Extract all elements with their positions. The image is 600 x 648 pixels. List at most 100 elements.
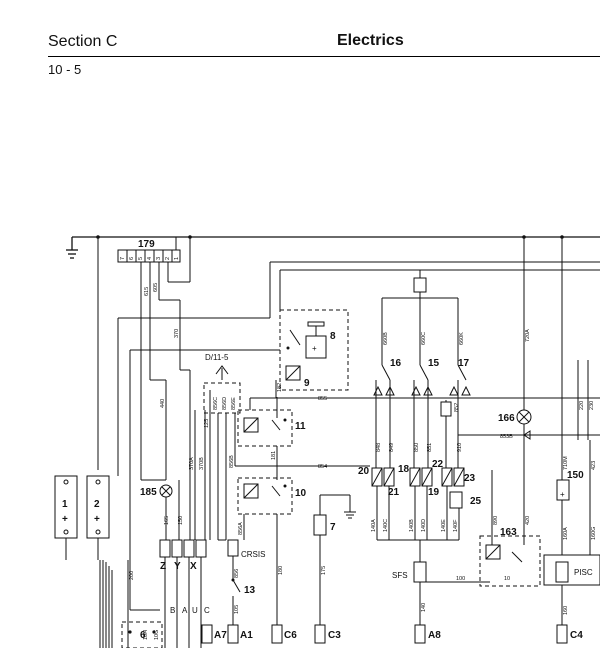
svg-text:5: 5 — [138, 257, 144, 260]
svg-text:C3: C3 — [328, 630, 341, 641]
svg-text:7: 7 — [120, 257, 126, 260]
relay-bank: 20 21 18 22 19 23 25 140A 140C 140B 140D… — [358, 459, 482, 562]
svg-text:21: 21 — [388, 487, 400, 498]
wire-200: 200 — [127, 560, 135, 648]
svg-text:10H: 10H — [143, 630, 149, 640]
svg-text:23: 23 — [464, 473, 476, 484]
svg-text:370: 370 — [174, 329, 180, 338]
svg-text:163: 163 — [500, 527, 517, 538]
svg-text:6: 6 — [129, 257, 135, 260]
svg-text:16: 16 — [390, 358, 402, 369]
svg-text:+: + — [62, 514, 68, 525]
svg-text:185: 185 — [140, 487, 157, 498]
svg-text:15: 15 — [428, 358, 440, 369]
lamp-185: 185 — [140, 484, 173, 540]
svg-text:125: 125 — [204, 419, 210, 428]
center-branch: 660B 660C 660K 16 15 17 852 848 849 850 … — [373, 270, 471, 468]
svg-text:A8: A8 — [428, 630, 441, 641]
svg-text:660B: 660B — [383, 332, 389, 345]
header-rule — [48, 56, 600, 57]
svg-text:848: 848 — [376, 443, 382, 452]
svg-text:C: C — [204, 606, 210, 615]
component-150: 710M 150 + 160A 423 160G PISC 160 — [543, 237, 600, 625]
svg-text:150: 150 — [178, 516, 184, 525]
svg-text:140D: 140D — [421, 519, 427, 532]
svg-text:855: 855 — [318, 396, 327, 402]
relay-10: 10 856A — [237, 477, 307, 540]
svg-text:854: 854 — [318, 464, 327, 470]
sfs-fuse: SFS 140 100 — [392, 561, 490, 625]
svg-text:6: 6 — [140, 630, 146, 641]
svg-text:+: + — [560, 490, 565, 499]
svg-text:140C: 140C — [383, 519, 389, 532]
svg-text:420: 420 — [525, 516, 531, 525]
svg-text:856A: 856A — [238, 522, 244, 535]
switch-2: 2 + — [65, 475, 113, 648]
svg-text:720A: 720A — [525, 329, 531, 342]
svg-text:105: 105 — [234, 605, 240, 614]
svg-text:140F: 140F — [453, 519, 459, 532]
connector-c3: C3 — [314, 624, 341, 644]
crsis-block: CRSIS 856 13 105 — [218, 539, 265, 625]
svg-text:CRSIS: CRSIS — [241, 550, 265, 559]
svg-text:850: 850 — [414, 443, 420, 452]
switch-1: 1 + — [54, 237, 99, 539]
lamp-166: 853B 720A 166 420 220 230 — [458, 237, 600, 545]
svg-text:220: 220 — [579, 401, 585, 410]
svg-text:D/11-5: D/11-5 — [205, 353, 229, 362]
relay-11: 11 181 — [237, 397, 306, 480]
svg-text:160A: 160A — [563, 527, 569, 540]
svg-text:166: 166 — [498, 413, 515, 424]
svg-text:22: 22 — [432, 459, 444, 470]
svg-text:4: 4 — [147, 257, 153, 260]
svg-text:370B: 370B — [199, 457, 205, 470]
svg-text:175: 175 — [321, 566, 327, 575]
svg-text:856B: 856B — [229, 455, 235, 468]
svg-text:150: 150 — [567, 470, 584, 481]
svg-text:11: 11 — [295, 421, 306, 432]
svg-text:140E: 140E — [441, 519, 447, 532]
connector-c4: C4 — [556, 624, 583, 644]
page-title: Electrics — [337, 32, 404, 49]
upper-left-wiring: 370 440 — [117, 299, 280, 610]
section-label: Section C — [48, 33, 118, 50]
svg-text:10: 10 — [295, 488, 307, 499]
svg-text:2: 2 — [94, 499, 100, 510]
svg-text:160G: 160G — [591, 527, 597, 540]
svg-text:710M: 710M — [563, 456, 569, 470]
svg-text:160: 160 — [563, 606, 569, 615]
svg-text:SFS: SFS — [392, 571, 408, 580]
svg-text:165: 165 — [164, 516, 170, 525]
svg-text:C6: C6 — [284, 630, 297, 641]
svg-text:423: 423 — [591, 461, 597, 470]
page-header: Section C Electrics 10 - 5 — [0, 0, 600, 80]
svg-text:19: 19 — [428, 487, 440, 498]
svg-text:+: + — [94, 514, 100, 525]
component-6: 6 — [121, 621, 163, 648]
svg-text:25: 25 — [470, 496, 482, 507]
svg-text:615: 615 — [144, 287, 150, 296]
frame-loops: 855 854 — [234, 261, 600, 470]
svg-text:181: 181 — [271, 451, 277, 460]
svg-text:856E: 856E — [231, 397, 237, 410]
svg-text:10G: 10G — [154, 630, 160, 640]
svg-text:182: 182 — [277, 383, 283, 392]
svg-text:9: 9 — [304, 378, 310, 389]
connector-a1: A1 — [227, 624, 253, 644]
svg-text:660C: 660C — [421, 332, 427, 345]
svg-text:PISC: PISC — [574, 568, 593, 577]
svg-text:890: 890 — [493, 516, 499, 525]
svg-text:3: 3 — [156, 257, 162, 260]
component-7: 7 175 — [313, 494, 356, 625]
zyx-block: 165 150 370A 370B 125 Z Y X B A U C 10H … — [130, 390, 211, 648]
svg-text:849: 849 — [389, 443, 395, 452]
svg-text:7: 7 — [330, 522, 336, 533]
svg-text:C4: C4 — [570, 630, 583, 641]
svg-text:X: X — [190, 561, 197, 572]
svg-text:230: 230 — [589, 401, 595, 410]
svg-text:A7: A7 — [214, 630, 227, 641]
svg-text:856D: 856D — [222, 397, 228, 410]
connector-a8: A8 — [414, 624, 441, 644]
svg-text:370A: 370A — [189, 457, 195, 470]
